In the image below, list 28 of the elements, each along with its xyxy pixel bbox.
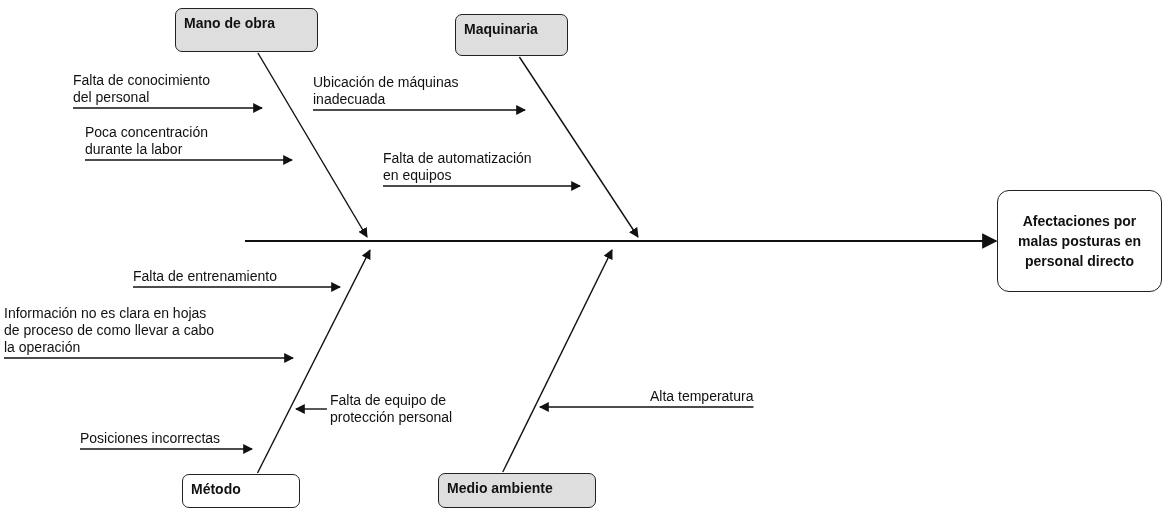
arrow [245, 233, 998, 249]
arrow [539, 402, 755, 412]
arrow [502, 249, 613, 473]
category-box: Medio ambiente [438, 473, 596, 508]
arrow [3, 353, 294, 363]
cause-label: Falta de equipo de protección personal [330, 392, 470, 426]
arrow [257, 52, 368, 238]
cause-label: Posiciones incorrectas [80, 430, 221, 447]
arrow [84, 155, 293, 165]
arrow [72, 103, 263, 113]
category-box: Mano de obra [175, 8, 318, 52]
cause-label: Información no es clara en hojas de proceso de como llevar a cabo la operación [4, 305, 219, 356]
arrow [256, 249, 371, 474]
cause-label: Falta de automatización en equipos [383, 150, 548, 184]
arrow [79, 444, 253, 454]
arrow [132, 282, 341, 292]
cause-label: Falta de conocimiento del personal [73, 72, 228, 106]
arrow [518, 56, 639, 238]
arrow [382, 181, 581, 191]
cause-label: Falta de entrenamiento [133, 268, 277, 285]
cause-label: Alta temperatura [650, 388, 754, 405]
category-box: Método [182, 474, 300, 508]
arrow [295, 404, 328, 414]
cause-label: Poca concentración durante la labor [85, 124, 245, 158]
effect-box: Afectaciones por malas posturas en personal directo [997, 190, 1162, 292]
cause-label: Ubicación de máquinas inadecuada [313, 74, 473, 108]
arrow [312, 105, 526, 115]
category-box: Maquinaria [455, 14, 568, 56]
